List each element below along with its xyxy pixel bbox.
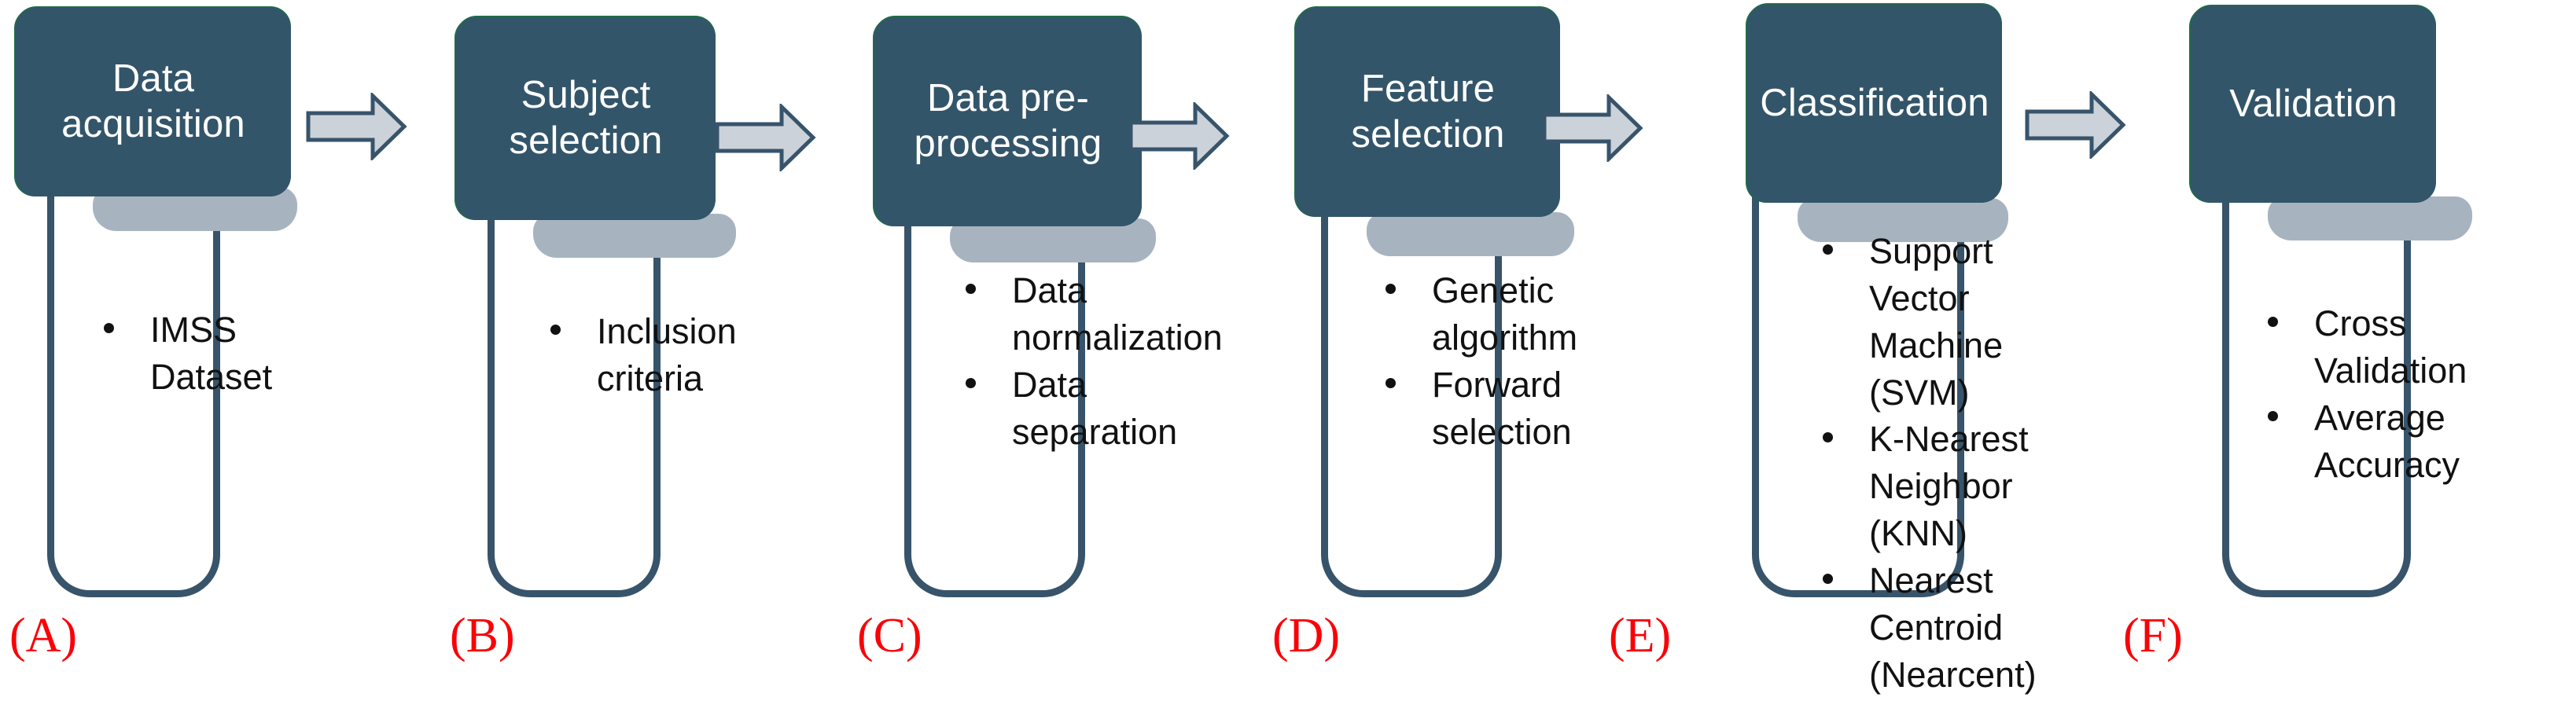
- step-d-header-label: Feature selection: [1351, 68, 1505, 156]
- arrow-e-to-f-icon: [2024, 91, 2126, 159]
- list-item-label: K-Nearest Neighbor (KNN): [1869, 419, 2029, 554]
- list-item-label: Inclusion criteria: [597, 311, 737, 398]
- list-item-label: Genetic algorithm: [1432, 270, 1578, 358]
- arrow-d-to-e-icon: [1541, 94, 1643, 162]
- step-e-bullet-list: Support Vector Machine (SVM) K-Nearest N…: [1823, 228, 2037, 699]
- list-item-label: Support Vector Machine (SVM): [1869, 231, 2004, 413]
- list-item: Data separation: [966, 362, 1177, 456]
- bullet-dot-icon: [2268, 410, 2278, 421]
- step-d-header: Feature selection: [1296, 8, 1560, 217]
- step-f-header-shadow: [2268, 196, 2472, 240]
- flow-step-d: Feature selection Genetic algorithm Forw…: [1235, 0, 1683, 701]
- list-item: Average Accuracy: [2268, 395, 2460, 489]
- panel-tag-c: (C): [857, 609, 922, 662]
- panel-tag-b: (B): [450, 609, 515, 662]
- flow-step-b: Subject selection Inclusion criteria (B): [409, 0, 849, 701]
- list-item: Support Vector Machine (SVM): [1823, 228, 2031, 416]
- list-item-label: IMSS Dataset: [150, 310, 273, 397]
- bullet-dot-icon: [966, 377, 976, 388]
- step-e-header-label: Classification: [1760, 82, 1989, 125]
- step-e-header-shadow: [1798, 198, 2008, 242]
- flow-step-f: Validation Cross Validation Average Accu…: [2123, 0, 2576, 701]
- list-item: Cross Validation: [2268, 300, 2467, 395]
- step-d-bullet-list: Genetic algorithm Forward selection: [1386, 267, 1577, 456]
- panel-tag-a: (A): [9, 609, 78, 662]
- step-b-header-label: Subject selection: [509, 74, 663, 162]
- bullet-dot-icon: [1386, 284, 1396, 294]
- list-item-label: Cross Validation: [2314, 303, 2467, 391]
- bullet-dot-icon: [966, 284, 976, 294]
- flow-step-e: Classification Support Vector Machine (S…: [1609, 0, 2139, 701]
- bullet-dot-icon: [550, 325, 561, 335]
- bullet-dot-icon: [2268, 317, 2278, 327]
- list-item-label: Data separation: [1012, 364, 1178, 452]
- list-item: Genetic algorithm: [1386, 267, 1577, 362]
- bullet-dot-icon: [104, 323, 114, 333]
- step-c-header-label: Data pre- processing: [914, 77, 1102, 165]
- flow-step-c: Data pre- processing Data normalization …: [818, 0, 1266, 701]
- step-c-header: Data pre- processing: [874, 17, 1142, 226]
- arrow-a-to-b-icon: [305, 93, 407, 160]
- panel-tag-f: (F): [2123, 609, 2183, 662]
- list-item: Data normalization: [966, 267, 1223, 362]
- list-item-label: Forward selection: [1432, 364, 1572, 452]
- arrow-b-to-c-icon: [714, 104, 816, 171]
- panel-tag-d: (D): [1272, 609, 1341, 662]
- step-f-header-label: Validation: [2229, 83, 2398, 126]
- step-d-header-shadow: [1367, 212, 1574, 256]
- step-a-header: Data acquisition: [16, 8, 291, 196]
- bullet-dot-icon: [1823, 244, 1833, 255]
- step-f-bullet-list: Cross Validation Average Accuracy: [2268, 300, 2467, 489]
- panel-tag-e: (E): [1609, 609, 1672, 662]
- list-item-label: Average Accuracy: [2314, 397, 2460, 485]
- step-c-bullet-list: Data normalization Data separation: [966, 267, 1223, 456]
- list-item: Forward selection: [1386, 362, 1572, 456]
- list-item-label: Data normalization: [1012, 270, 1223, 358]
- arrow-c-to-d-icon: [1128, 102, 1230, 170]
- step-f-header: Validation: [2191, 6, 2436, 203]
- list-item: K-Nearest Neighbor (KNN): [1823, 416, 2031, 557]
- step-e-header: Classification: [1747, 5, 2002, 203]
- step-b-bullet-list: Inclusion criteria: [550, 308, 737, 402]
- list-item: IMSS Dataset: [104, 306, 272, 401]
- bullet-dot-icon: [1823, 573, 1833, 584]
- list-item-label: Nearest Centroid (Nearcent): [1869, 560, 2037, 695]
- list-item: Nearest Centroid (Nearcent): [1823, 557, 2037, 699]
- flow-step-a: Data acquisition IMSS Dataset (A): [0, 0, 440, 701]
- step-a-header-label: Data acquisition: [61, 57, 245, 145]
- step-b-header: Subject selection: [456, 17, 716, 220]
- bullet-dot-icon: [1823, 432, 1833, 443]
- step-b-header-shadow: [533, 214, 736, 258]
- list-item: Inclusion criteria: [550, 308, 737, 402]
- bullet-dot-icon: [1386, 377, 1396, 388]
- step-a-bullet-list: IMSS Dataset: [104, 306, 272, 401]
